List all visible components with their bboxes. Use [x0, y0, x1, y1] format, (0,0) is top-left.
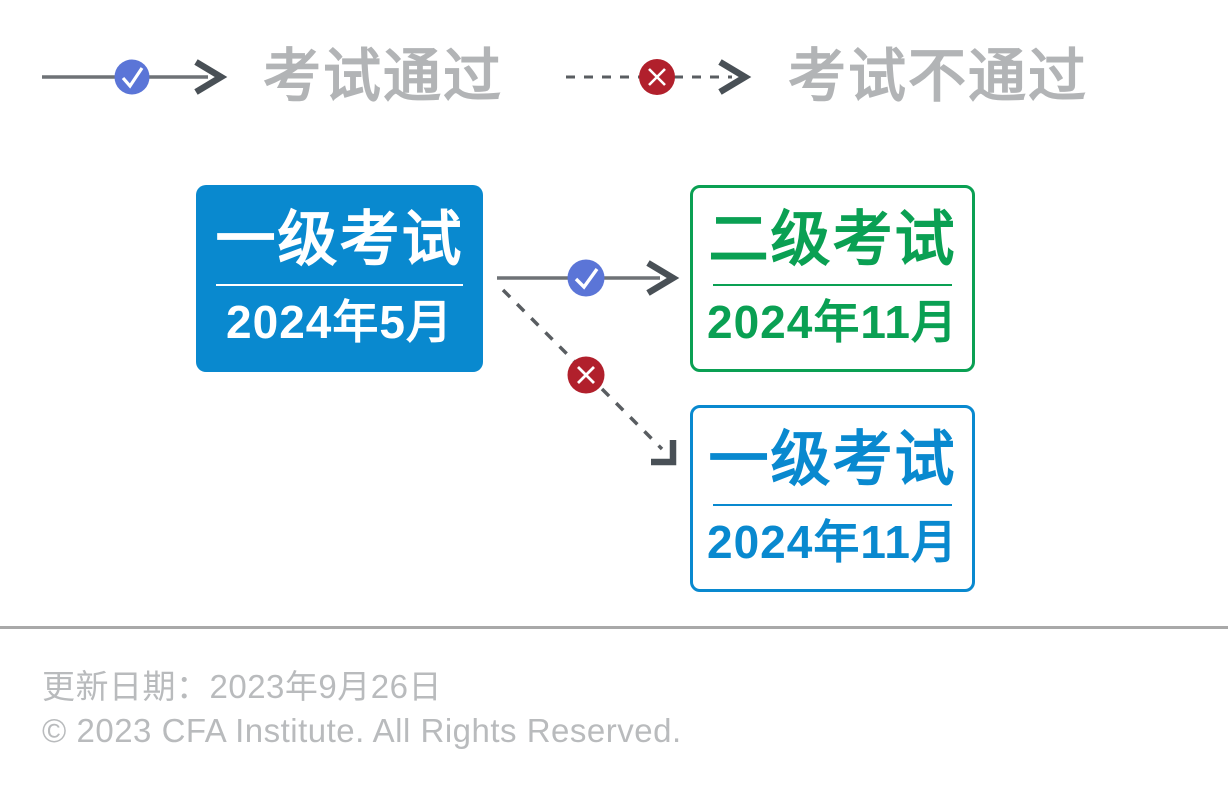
fail-arrow-flow: [501, 288, 677, 466]
copyright-notice: © 2023 CFA Institute. All Rights Reserve…: [42, 712, 682, 749]
arrowhead-icon: [646, 260, 680, 296]
dashed-line: [501, 288, 664, 451]
node-level1-nov-2024: 一级考试 2024年11月: [690, 405, 975, 592]
node-title: 一级考试: [708, 426, 957, 493]
node-level2-nov-2024: 二级考试 2024年11月: [690, 185, 975, 372]
node-divider: [712, 504, 953, 506]
node-date: 2024年5月: [226, 296, 453, 348]
check-icon: [567, 259, 605, 297]
x-icon: [639, 59, 675, 95]
node-date: 2024年11月: [707, 296, 958, 348]
legend-fail-label: 考试不通过: [788, 44, 1089, 109]
pass-arrow: [42, 59, 228, 95]
node-divider: [216, 284, 463, 286]
node-divider: [712, 284, 953, 286]
arrowhead-icon: [651, 440, 677, 466]
node-date: 2024年11月: [707, 516, 958, 568]
arrowhead-icon: [718, 59, 752, 95]
footer-divider: [0, 626, 1228, 629]
x-icon: [567, 356, 605, 394]
updated-date: 更新日期：2023年9月26日: [42, 668, 442, 705]
node-level1-may-2024: 一级考试 2024年5月: [196, 185, 483, 372]
fail-arrow: [566, 59, 752, 95]
legend-pass-label: 考试通过: [263, 44, 504, 109]
arrowhead-icon: [194, 59, 228, 95]
node-title: 二级考试: [708, 206, 957, 273]
pass-arrow-flow: [497, 259, 680, 297]
node-title: 一级考试: [215, 206, 464, 273]
check-icon: [114, 59, 150, 95]
